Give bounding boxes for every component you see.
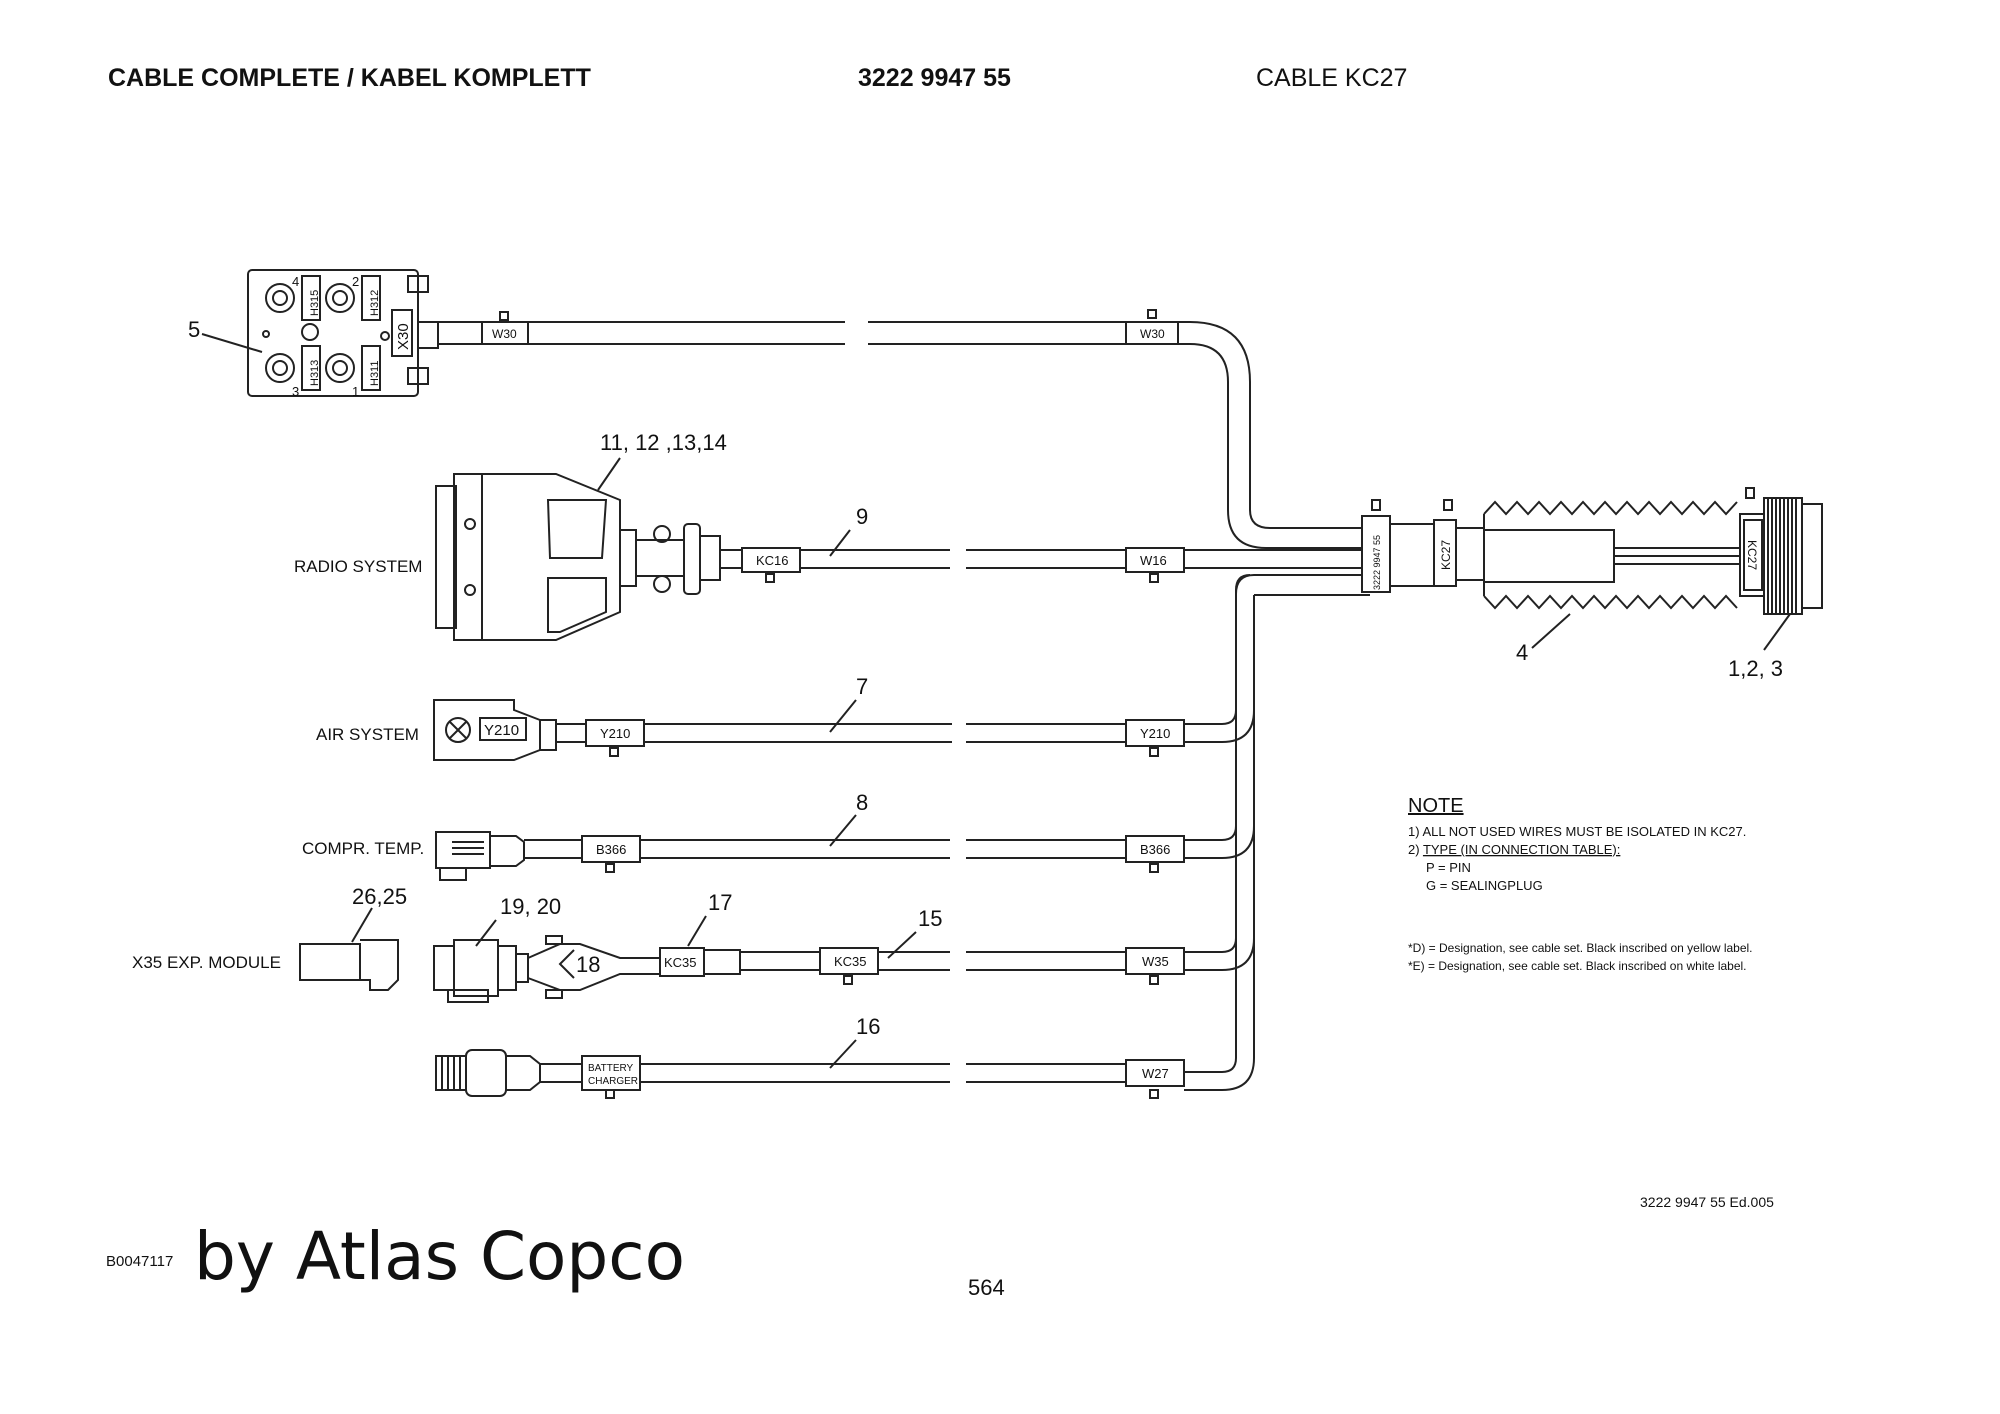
battery-label-line2: CHARGER [588,1076,638,1087]
note-line-1: 1) ALL NOT USED WIRES MUST BE ISOLATED I… [1408,824,1746,839]
callout-4: 4 [1516,640,1528,665]
drawing-id: B0047117 [106,1253,174,1270]
y210-valve-label: Y210 [484,722,519,739]
w27-label: W27 [1142,1066,1169,1081]
air-system-label: AIR SYSTEM [316,725,419,744]
callout-17: 17 [708,890,732,915]
note-d-designation: *D) = Designation, see cable set. Black … [1408,941,1753,955]
callout-9: 9 [856,504,868,529]
kc27-connector-label: KC27 [1745,540,1759,570]
w35-label: W35 [1142,954,1169,969]
sleeve-part-number: 3222 9947 55 [1372,535,1382,590]
kc16-label: KC16 [756,553,789,568]
y210-label-right: Y210 [1140,726,1170,741]
x30-label: X30 [395,323,412,350]
kc27-sleeve-label: KC27 [1439,540,1453,570]
part-number: 3222 9947 55 [858,64,1011,92]
callout-16: 16 [856,1014,880,1039]
kc35-label: KC35 [834,954,867,969]
pin-2-label: 2 [352,274,359,289]
cable-name: CABLE KC27 [1256,64,1408,92]
brand-watermark: by Atlas Copco [194,1218,685,1295]
h313-label: H313 [309,360,321,386]
w16-label: W16 [1140,553,1167,568]
b366-sensor-connector [435,831,525,881]
kc27-connector [1739,487,1823,615]
h312-label: H312 [369,290,381,316]
w30-label-left: W30 [492,327,517,341]
compr-temp-label: COMPR. TEMP. [302,839,424,858]
x35-module-plug [299,939,399,991]
radio-system-label: RADIO SYSTEM [294,557,422,576]
b366-label-right: B366 [1140,842,1170,857]
h311-label: H311 [369,361,381,386]
y210-label-left: Y210 [600,726,630,741]
edition-reference: 3222 9947 55 Ed.005 [1640,1194,1774,1210]
note-line-2: 2) TYPE (IN CONNECTION TABLE): [1408,842,1620,857]
callout-5: 5 [188,317,200,342]
y210-valve-connector [433,699,557,761]
x35-module-label: X35 EXP. MODULE [132,953,281,972]
x30-junction-box [247,269,439,397]
callout-7: 7 [856,674,868,699]
h315-label: H315 [309,290,321,316]
callout-1-2-3: 1,2, 3 [1728,656,1783,681]
note-line-3: P = PIN [1426,860,1471,875]
kc35-connector-label: KC35 [664,955,697,970]
callout-15: 15 [918,906,942,931]
pin-1-label: 1 [352,384,359,399]
callout-26-25: 26,25 [352,884,407,909]
callout-18: 18 [576,952,600,977]
note-e-designation: *E) = Designation, see cable set. Black … [1408,959,1747,973]
battery-label-line1: BATTERY [588,1063,634,1074]
callout-8: 8 [856,790,868,815]
page-number: 564 [968,1275,1005,1300]
note-line-4: G = SEALINGPLUG [1426,878,1543,893]
pin-4-label: 4 [292,274,299,289]
note-heading: NOTE [1408,795,1464,817]
kc27-bellows [1483,500,1740,610]
w30-label-tag-right [1125,321,1179,345]
battery-charger-connector [435,1049,541,1097]
x35-plug-housing [433,939,529,1003]
w30-label-tag [481,321,529,345]
callout-19-20: 19, 20 [500,894,561,919]
callout-11-14: 11, 12 ,13,14 [600,430,727,455]
document-title: CABLE COMPLETE / KABEL KOMPLETT [108,64,591,92]
w30-label-right: W30 [1140,327,1165,341]
radio-connector [435,473,721,641]
pin-3-label: 3 [292,384,299,399]
b366-label-left: B366 [596,842,626,857]
